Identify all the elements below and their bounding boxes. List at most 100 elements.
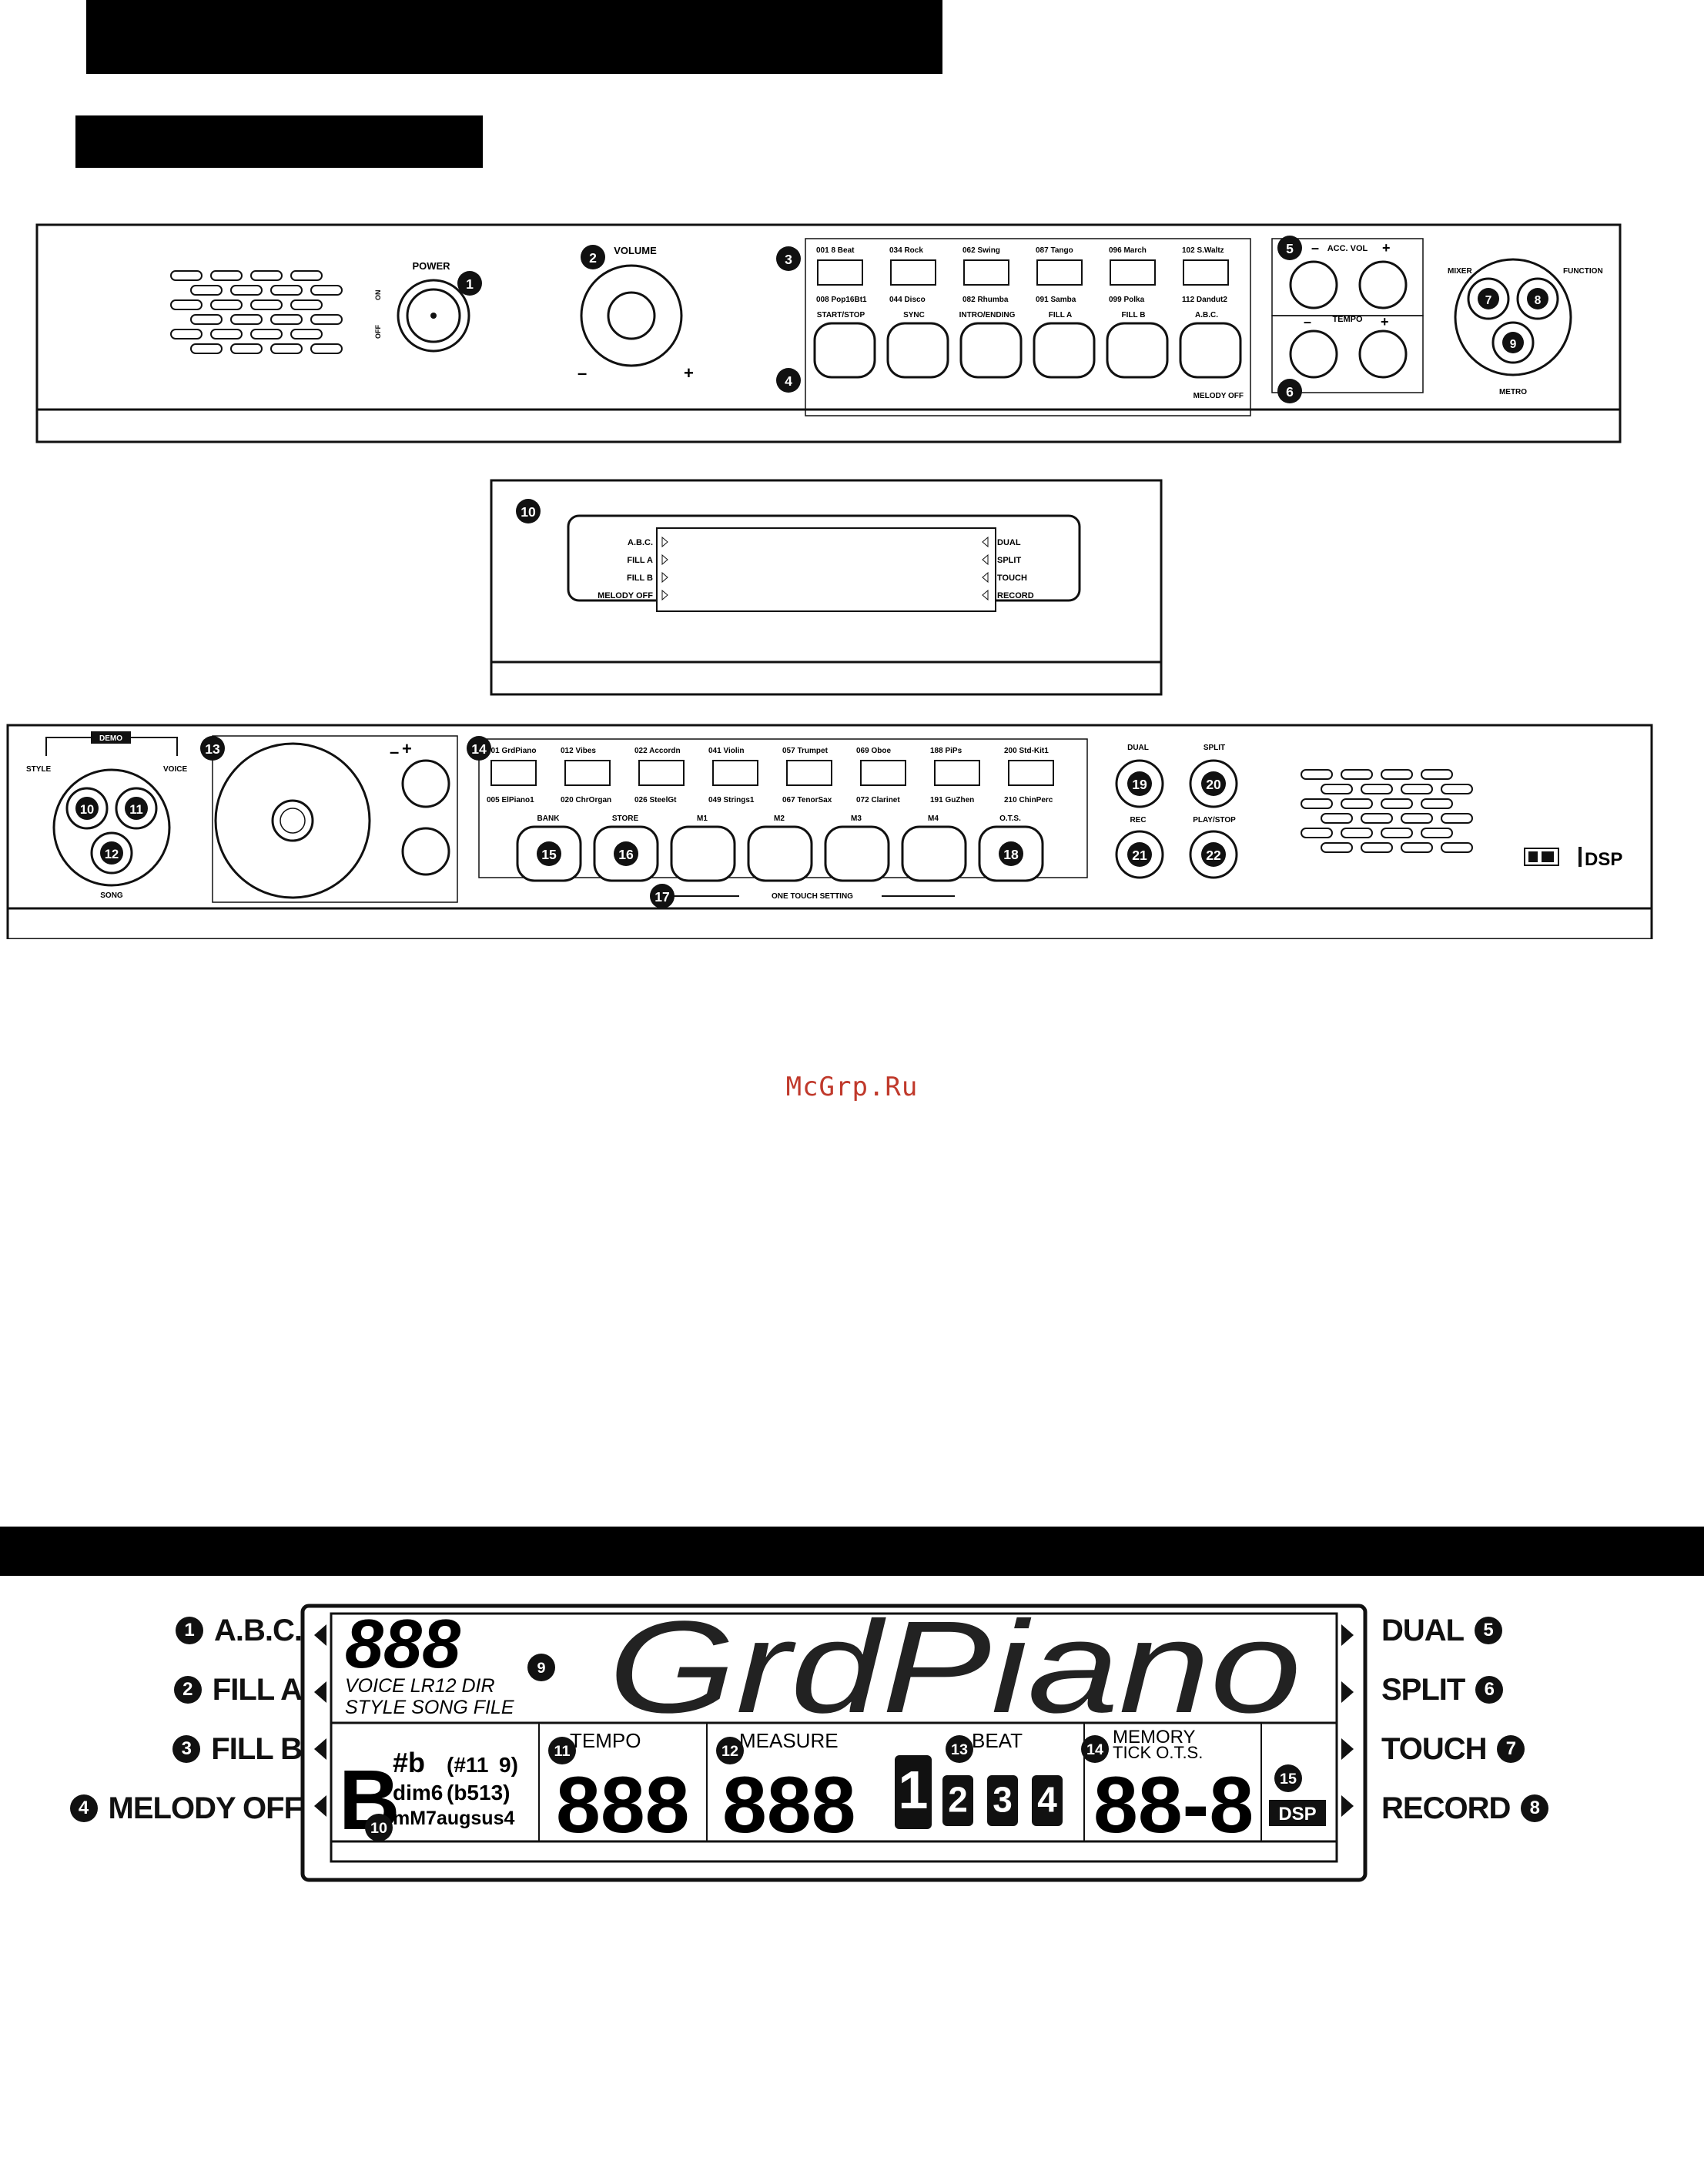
led-indicator [982, 589, 989, 601]
lcd-left-label-row: 1 A.B.C. [31, 1613, 303, 1648]
grille-slot [210, 270, 243, 281]
memory-button[interactable] [901, 825, 967, 882]
style-preset-alt-label: 099 Polka [1109, 296, 1145, 304]
data-dial[interactable] [214, 742, 371, 899]
callout-12-badge [100, 841, 123, 865]
control-button[interactable] [1179, 322, 1242, 379]
volume-knob[interactable] [580, 264, 683, 367]
callout-4: 4 [785, 373, 792, 389]
voice-preset-button[interactable] [860, 760, 906, 786]
dial-increment-button[interactable] [401, 759, 450, 808]
lcd-main-text: GrdPiano [608, 1594, 1301, 1741]
display-led-label-right: SPLIT [997, 556, 1021, 565]
lcd-tick-label: TICK O.T.S. [1113, 1743, 1203, 1762]
style-preset-button[interactable] [1183, 259, 1229, 286]
lcd-tempo-label: TEMPO [570, 1729, 641, 1752]
voice-preset-alt-label: 020 ChrOrgan [561, 796, 611, 804]
grille-slot [210, 299, 243, 310]
memory-button-label: O.T.S. [999, 814, 1021, 823]
lcd-callout-14-badge [1081, 1735, 1109, 1763]
style-preset-button[interactable] [1110, 259, 1156, 286]
lcd-callout-11-badge [548, 1737, 576, 1764]
lcd-callout-13-badge [946, 1735, 973, 1763]
grille-slot [1421, 798, 1453, 809]
grille-slot [170, 329, 203, 339]
lcd-left-label-text: A.B.C. [214, 1613, 303, 1647]
style-preset-alt-label: 044 Disco [889, 296, 926, 304]
led-indicator [661, 536, 668, 548]
control-button[interactable] [813, 322, 876, 379]
lcd-beat-4 [1032, 1775, 1063, 1826]
lcd-section-bar [0, 1527, 1704, 1576]
callout-19: 19 [1132, 777, 1147, 792]
rec-label: REC [1130, 816, 1146, 824]
voice-preset-button[interactable] [490, 760, 537, 786]
callout-15: 15 [541, 847, 557, 862]
style-preset-label: 087 Tango [1036, 246, 1073, 255]
callout-11-badge [125, 797, 148, 820]
grille-slot [1361, 813, 1393, 824]
memory-button[interactable] [747, 825, 813, 882]
callout-6: 6 [1286, 384, 1294, 400]
style-preset-button[interactable] [890, 259, 936, 286]
memory-button-label: M3 [851, 814, 862, 823]
control-button-label: FILL B [1122, 311, 1146, 319]
callout-20-badge [1201, 771, 1226, 796]
lcd-left-label-number: 1 [176, 1617, 203, 1644]
display-led-label-right: RECORD [997, 591, 1034, 600]
style-preset-alt-label: 008 Pop16Bt1 [816, 296, 867, 304]
acc-vol-up-button[interactable] [1358, 260, 1408, 309]
grille-slot [1381, 798, 1413, 809]
style-preset-button[interactable] [963, 259, 1009, 286]
callout-14-badge [467, 736, 491, 761]
play-stop-label: PLAY/STOP [1193, 816, 1236, 824]
style-preset-alt-label: 082 Rhumba [962, 296, 1009, 304]
power-on-label: ON [374, 290, 382, 301]
dial-decrement-button[interactable] [401, 827, 450, 876]
voice-preset-button[interactable] [786, 760, 832, 786]
voice-preset-button[interactable] [712, 760, 758, 786]
voice-preset-button[interactable] [564, 760, 611, 786]
callout-1: 1 [466, 276, 474, 292]
voice-preset-button[interactable] [1008, 760, 1054, 786]
control-button[interactable] [886, 322, 949, 379]
display-led-label-right: TOUCH [997, 574, 1027, 583]
callout-21: 21 [1132, 848, 1147, 863]
memory-button-label: STORE [612, 814, 639, 823]
style-preset-button[interactable] [1036, 259, 1083, 286]
control-button[interactable] [1106, 322, 1169, 379]
style-preset-label: 096 March [1109, 246, 1147, 255]
lcd-chord-ext2: (b513) [447, 1781, 510, 1804]
acc-vol-down-button[interactable] [1289, 260, 1338, 309]
dial-plus-label: + [402, 739, 412, 758]
dual-label: DUAL [1127, 744, 1149, 752]
lcd-callout-10: 10 [370, 1820, 387, 1837]
tempo-down-button[interactable] [1289, 329, 1338, 379]
memory-button[interactable] [824, 825, 890, 882]
callout-2: 2 [589, 250, 597, 266]
grille-slot [170, 299, 203, 310]
grille-slot [310, 314, 343, 325]
callout-12: 12 [105, 848, 119, 861]
power-button[interactable] [397, 279, 470, 353]
grille-slot [1301, 798, 1333, 809]
style-preset-button[interactable] [817, 259, 863, 286]
grille-slot [1361, 784, 1393, 794]
demo-label: DEMO [99, 734, 122, 743]
control-button[interactable] [959, 322, 1023, 379]
voice-preset-button[interactable] [934, 760, 980, 786]
lcd-right-label-number: 8 [1521, 1794, 1549, 1822]
tempo-up-button[interactable] [1358, 329, 1408, 379]
callout-3: 3 [785, 252, 792, 267]
acc-vol-label: ACC. VOL [1327, 244, 1368, 253]
callout-18-badge [999, 841, 1023, 866]
memory-button[interactable] [670, 825, 736, 882]
display-led-label-left: A.B.C. [628, 538, 653, 547]
control-button[interactable] [1033, 322, 1096, 379]
callout-8-badge [1527, 288, 1548, 309]
grille-slot [290, 299, 323, 310]
lcd-beat-3 [987, 1775, 1018, 1826]
tempo-minus-label: – [1304, 314, 1311, 329]
voice-preset-button[interactable] [638, 760, 685, 786]
grille-slot [230, 285, 263, 296]
